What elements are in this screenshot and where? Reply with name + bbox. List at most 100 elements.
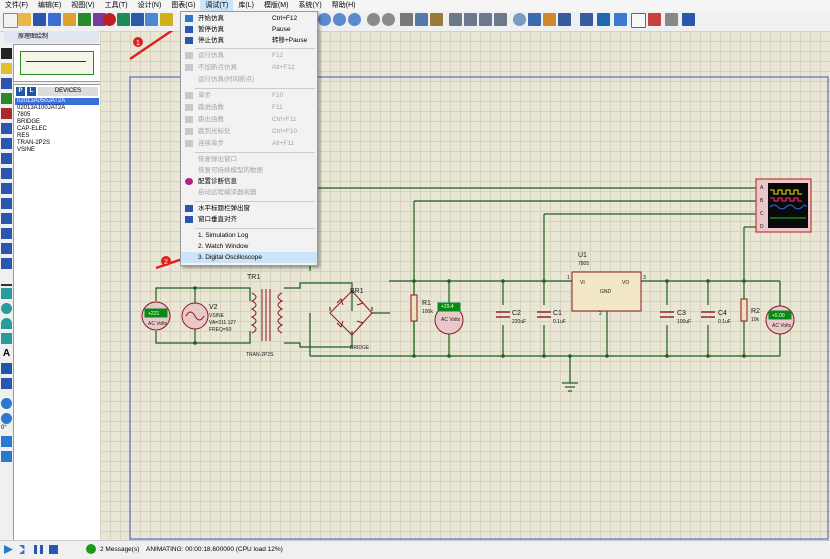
flip-horizontal-icon[interactable] — [1, 436, 12, 447]
rotate-cw-icon[interactable] — [1, 398, 12, 409]
undo-icon[interactable] — [367, 13, 380, 26]
circle-tool-icon[interactable] — [1, 303, 12, 314]
play-button-icon[interactable] — [4, 545, 13, 554]
wire-label-icon[interactable] — [1, 93, 12, 104]
menu-tools[interactable]: 工具(T) — [104, 2, 128, 9]
decompose-icon[interactable] — [558, 13, 571, 26]
overview-window[interactable] — [13, 44, 101, 82]
bom-icon[interactable] — [160, 13, 173, 26]
block-copy-icon[interactable] — [449, 13, 462, 26]
schematic-canvas[interactable]: +221 AC Volts V2 VSINE VA=311.127 FREQ=5… — [100, 31, 830, 540]
text-script-icon[interactable] — [1, 108, 12, 119]
device-item[interactable]: CAP-ELEC — [17, 126, 48, 132]
device-item[interactable]: VSINE — [17, 147, 36, 153]
remove-sheet-icon[interactable] — [665, 13, 678, 26]
menu-library[interactable]: 库(L) — [238, 2, 254, 9]
menu-template[interactable]: 模版(M) — [263, 2, 289, 9]
pcb-icon[interactable] — [131, 13, 144, 26]
home-icon[interactable] — [78, 13, 91, 26]
paste-icon[interactable] — [430, 13, 443, 26]
rotation-angle[interactable]: 0° — [1, 425, 7, 431]
new-file-icon[interactable] — [3, 13, 18, 28]
save-icon[interactable] — [33, 13, 46, 26]
wire-autorouter-icon[interactable] — [580, 13, 593, 26]
device-item[interactable]: BRIDGE — [17, 119, 41, 125]
menu-system[interactable]: 系统(Y) — [298, 2, 322, 9]
menu-graph[interactable]: 图表(G) — [171, 2, 196, 9]
menu-watch-window[interactable]: 2. Watch Window — [198, 243, 249, 250]
tape-recorder-icon[interactable] — [1, 198, 12, 209]
export-icon[interactable] — [63, 13, 76, 26]
make-device-icon[interactable] — [528, 13, 541, 26]
symbol-tool-icon[interactable] — [1, 363, 12, 374]
device-item[interactable]: 7805 — [17, 112, 31, 118]
pause-button-icon[interactable] — [34, 545, 43, 554]
schematic-icon[interactable] — [93, 13, 106, 26]
stop-button-icon[interactable] — [49, 545, 58, 554]
menu-configure-diagnostics[interactable]: 配置诊断信息 — [181, 176, 317, 187]
menu-debug[interactable]: 调试(T) — [200, 0, 234, 11]
device-item[interactable]: RES — [17, 133, 30, 139]
menu-remote-compiler-monitor[interactable]: 启动远程编译器视器 — [198, 189, 257, 196]
subcircuit-icon[interactable] — [1, 138, 12, 149]
flip-vertical-icon[interactable] — [1, 451, 12, 462]
search-tag-icon[interactable] — [597, 13, 610, 26]
generator-icon[interactable] — [1, 213, 12, 224]
messages-count[interactable]: 2 Message(s) — [100, 546, 140, 553]
block-move-icon[interactable] — [464, 13, 477, 26]
component-mode-icon[interactable] — [1, 63, 12, 74]
path-tool-icon[interactable] — [1, 333, 12, 344]
box-tool-icon[interactable] — [1, 288, 12, 299]
current-probe-icon[interactable] — [1, 243, 12, 254]
property-assignment-icon[interactable] — [614, 13, 627, 26]
device-item[interactable]: 02013A100JAT2A — [17, 105, 66, 111]
menu-view[interactable]: 视图(V) — [71, 2, 95, 9]
library-manager-button[interactable]: L — [27, 87, 36, 96]
stop-icon[interactable] — [103, 13, 116, 26]
overview-viewport[interactable] — [20, 51, 94, 75]
zoom-in-icon[interactable] — [318, 13, 331, 26]
zoom-out-icon[interactable] — [333, 13, 346, 26]
3d-icon[interactable] — [145, 13, 158, 26]
text-tool-icon[interactable]: A — [2, 348, 11, 359]
packaging-tool-icon[interactable] — [543, 13, 556, 26]
device-pin-icon[interactable] — [1, 168, 12, 179]
menu-simulation-log[interactable]: 1. Simulation Log — [198, 232, 249, 239]
graph-icon[interactable] — [1, 183, 12, 194]
back-icon[interactable] — [117, 13, 130, 26]
design-explorer-icon[interactable] — [631, 13, 646, 28]
marker-tool-icon[interactable] — [1, 378, 12, 389]
device-item[interactable]: 02013A050JAT2A — [15, 98, 99, 105]
copy-icon[interactable] — [415, 13, 428, 26]
block-delete-icon[interactable] — [494, 13, 507, 26]
menu-tile-horizontal[interactable]: 水平标题栏弹出窗 — [181, 203, 317, 214]
panel-tab[interactable]: 原理图绘制 — [4, 31, 99, 43]
netlist-icon[interactable] — [682, 13, 695, 26]
menu-design[interactable]: 设计(N) — [137, 2, 162, 9]
cut-icon[interactable] — [400, 13, 413, 26]
info-icon[interactable] — [86, 544, 96, 554]
menu-tile-vertical[interactable]: 窗口垂直对齐 — [181, 214, 317, 225]
terminal-icon[interactable] — [1, 153, 12, 164]
redo-icon[interactable] — [382, 13, 395, 26]
line-tool-icon[interactable] — [1, 273, 12, 286]
menu-digital-oscilloscope[interactable]: 3. Digital Oscilloscope — [181, 252, 317, 263]
menu-stop-simulation[interactable]: 停止仿真转移+Pause — [181, 35, 317, 46]
block-rotate-icon[interactable] — [479, 13, 492, 26]
open-folder-icon[interactable] — [18, 13, 31, 26]
menu-restore-popups[interactable]: 恢复弹出窗口 — [198, 156, 237, 163]
voltage-probe-icon[interactable] — [1, 228, 12, 239]
virtual-instrument-icon[interactable] — [1, 258, 12, 269]
menu-restore-model-data[interactable]: 恢复可持续模型的数据 — [198, 167, 263, 174]
junction-dot-icon[interactable] — [1, 78, 12, 89]
device-item[interactable]: TRAN-2P2S — [17, 140, 51, 146]
menu-edit[interactable]: 编辑(E) — [37, 2, 62, 9]
